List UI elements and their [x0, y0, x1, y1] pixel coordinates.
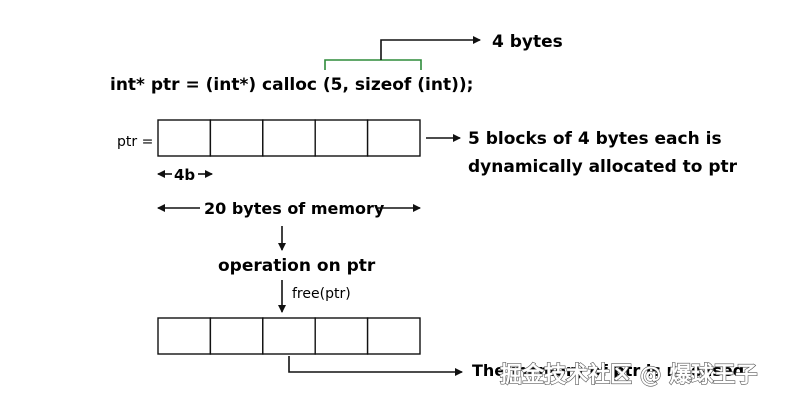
memory-block-1: [157, 119, 212, 157]
memory-block-2: [209, 119, 264, 157]
memory-block-3: [262, 119, 316, 157]
right-note-line1: 5 blocks of 4 bytes each is: [468, 129, 722, 149]
bracket-arrow: [380, 36, 481, 60]
free-label: free(ptr): [292, 286, 351, 302]
block-size-label: 4b: [174, 166, 195, 184]
memory-block-4: [314, 119, 369, 157]
release-arrow: [288, 356, 463, 376]
total-label: 20 bytes of memory: [204, 199, 385, 218]
sizeof-bracket: [324, 59, 422, 70]
released-block-2: [209, 317, 264, 355]
released-block-4: [314, 317, 369, 355]
released-block-3: [262, 317, 316, 355]
code-line: int* ptr = (int*) calloc (5, sizeof (int…: [110, 75, 473, 95]
bottom-label: The memory of ptr is released: [472, 361, 744, 380]
memory-block-5: [366, 119, 421, 157]
top-label: 4 bytes: [492, 32, 563, 52]
released-blocks: [157, 317, 421, 355]
operation-label: operation on ptr: [218, 256, 376, 276]
ptr-label: ptr =: [117, 134, 153, 150]
released-block-5: [366, 317, 421, 355]
right-note-line2: dynamically allocated to ptr: [468, 157, 738, 177]
allocated-blocks: [157, 119, 421, 157]
watermark: 掘金技术社区 @ 爆球王子: [500, 362, 757, 388]
released-block-1: [157, 317, 212, 355]
